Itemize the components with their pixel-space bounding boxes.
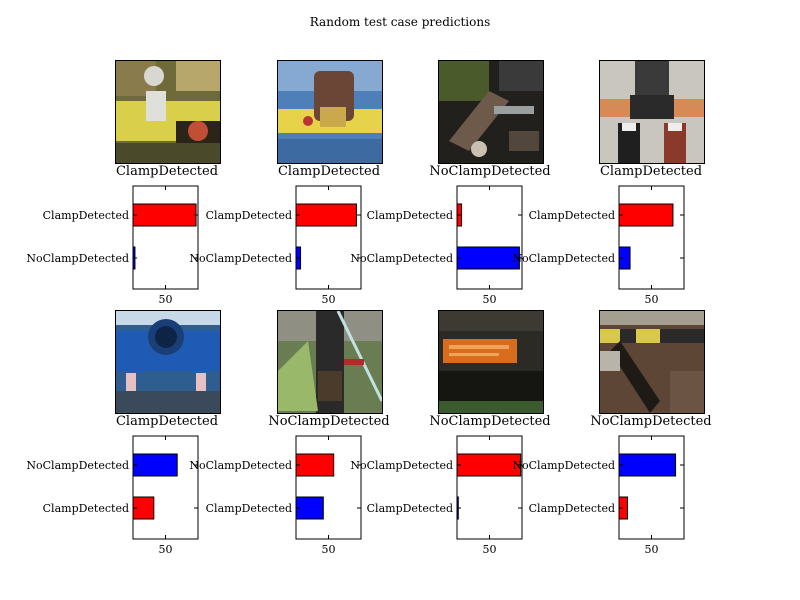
plot-7-xtick-label-1: 50 <box>483 543 497 556</box>
plot-3-ytick-label-2: ClampDetected <box>367 209 453 222</box>
test-image-5 <box>115 310 221 414</box>
image-label-6: NoClampDetected <box>268 414 390 429</box>
plot-1-axes-frame <box>132 185 199 290</box>
plot-7-ytick-label-2: NoClampDetected <box>350 459 453 472</box>
test-image-7 <box>438 310 544 414</box>
plot-5-bar-2 <box>132 453 178 477</box>
plot-1-ytick-label-1: NoClampDetected <box>26 252 129 265</box>
figure-title: Random test case predictions <box>309 15 491 29</box>
test-image-3 <box>438 60 544 164</box>
test-image-6 <box>277 310 383 414</box>
image-label-1: ClampDetected <box>115 164 219 179</box>
plot-1-ytick-label-2: ClampDetected <box>43 209 129 222</box>
plot-3-bar-1 <box>456 246 520 270</box>
plot-4-ytick-label-1: NoClampDetected <box>512 252 615 265</box>
image-label-3: NoClampDetected <box>429 164 551 179</box>
image-label-4: ClampDetected <box>599 164 703 179</box>
plot-6-ytick-label-2: NoClampDetected <box>189 459 292 472</box>
plot-6-bar-1 <box>295 496 324 520</box>
plot-5-ytick-label-2: NoClampDetected <box>26 459 129 472</box>
test-image-2 <box>277 60 383 164</box>
image-label-5: ClampDetected <box>115 414 219 429</box>
plot-7-axes-frame <box>456 435 523 540</box>
plot-1-xtick-label-1: 50 <box>159 293 173 306</box>
plot-2-axes-frame <box>295 185 362 290</box>
test-image-8 <box>599 310 705 414</box>
plot-4-xtick-label-1: 50 <box>645 293 659 306</box>
plot-3-axes-frame <box>456 185 523 290</box>
plot-5-xtick-label-1: 50 <box>159 543 173 556</box>
plot-8-ytick-label-1: ClampDetected <box>529 502 615 515</box>
plot-3-ytick-label-1: NoClampDetected <box>350 252 453 265</box>
image-label-8: NoClampDetected <box>590 414 712 429</box>
plot-2-ytick-label-1: NoClampDetected <box>189 252 292 265</box>
plot-8-axes-frame <box>618 435 685 540</box>
image-label-2: ClampDetected <box>277 164 381 179</box>
image-label-7: NoClampDetected <box>429 414 551 429</box>
plot-6-xtick-label-1: 50 <box>322 543 336 556</box>
plot-3-xtick-label-1: 50 <box>483 293 497 306</box>
plot-7-bar-2 <box>456 453 522 477</box>
plot-8-bar-2 <box>618 453 677 477</box>
plot-2-bar-2 <box>295 203 357 227</box>
plot-2-ytick-label-2: ClampDetected <box>206 209 292 222</box>
plot-5-axes-frame <box>132 435 199 540</box>
plot-8-ytick-label-2: NoClampDetected <box>512 459 615 472</box>
plot-1-bar-2 <box>132 203 197 227</box>
test-image-1 <box>115 60 221 164</box>
plot-8-xtick-label-1: 50 <box>645 543 659 556</box>
plot-4-axes-frame <box>618 185 685 290</box>
plot-2-xtick-label-1: 50 <box>322 293 336 306</box>
plot-6-axes-frame <box>295 435 362 540</box>
plot-4-bar-2 <box>618 203 674 227</box>
plot-5-ytick-label-1: ClampDetected <box>43 502 129 515</box>
plot-7-ytick-label-1: ClampDetected <box>367 502 453 515</box>
plot-6-ytick-label-1: ClampDetected <box>206 502 292 515</box>
plot-6-bar-2 <box>295 453 335 477</box>
plot-4-ytick-label-2: ClampDetected <box>529 209 615 222</box>
test-image-4 <box>599 60 705 164</box>
